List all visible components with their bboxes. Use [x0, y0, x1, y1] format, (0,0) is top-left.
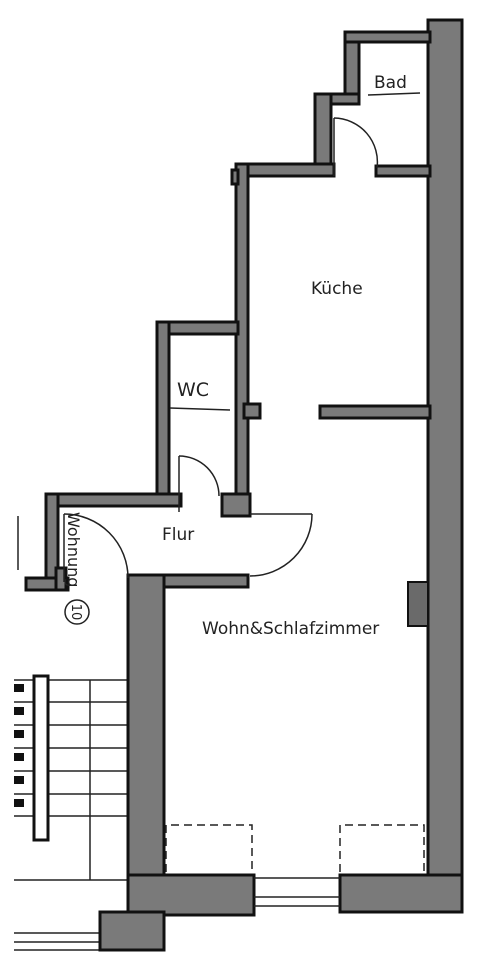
staircase: [14, 516, 128, 951]
wc-underline: [169, 407, 231, 411]
entrance-number: 10: [68, 604, 83, 621]
furniture-outlines: [165, 824, 425, 872]
bad-underline: [367, 92, 421, 96]
walls: [24, 18, 464, 952]
room-label-bad: Bad: [374, 73, 407, 93]
room-label-kueche: Küche: [311, 279, 363, 299]
doors: [63, 117, 379, 582]
entrance-text: Wohnung: [64, 512, 83, 587]
room-label-flur: Flur: [162, 525, 194, 545]
window: [254, 877, 340, 907]
room-label-wohn-schlafzimmer: Wohn&Schlafzimmer: [202, 619, 379, 639]
entrance-label: Wohnung: [64, 512, 83, 587]
room-label-wc: WC: [177, 379, 209, 401]
entrance-number-badge: 10: [64, 599, 90, 625]
